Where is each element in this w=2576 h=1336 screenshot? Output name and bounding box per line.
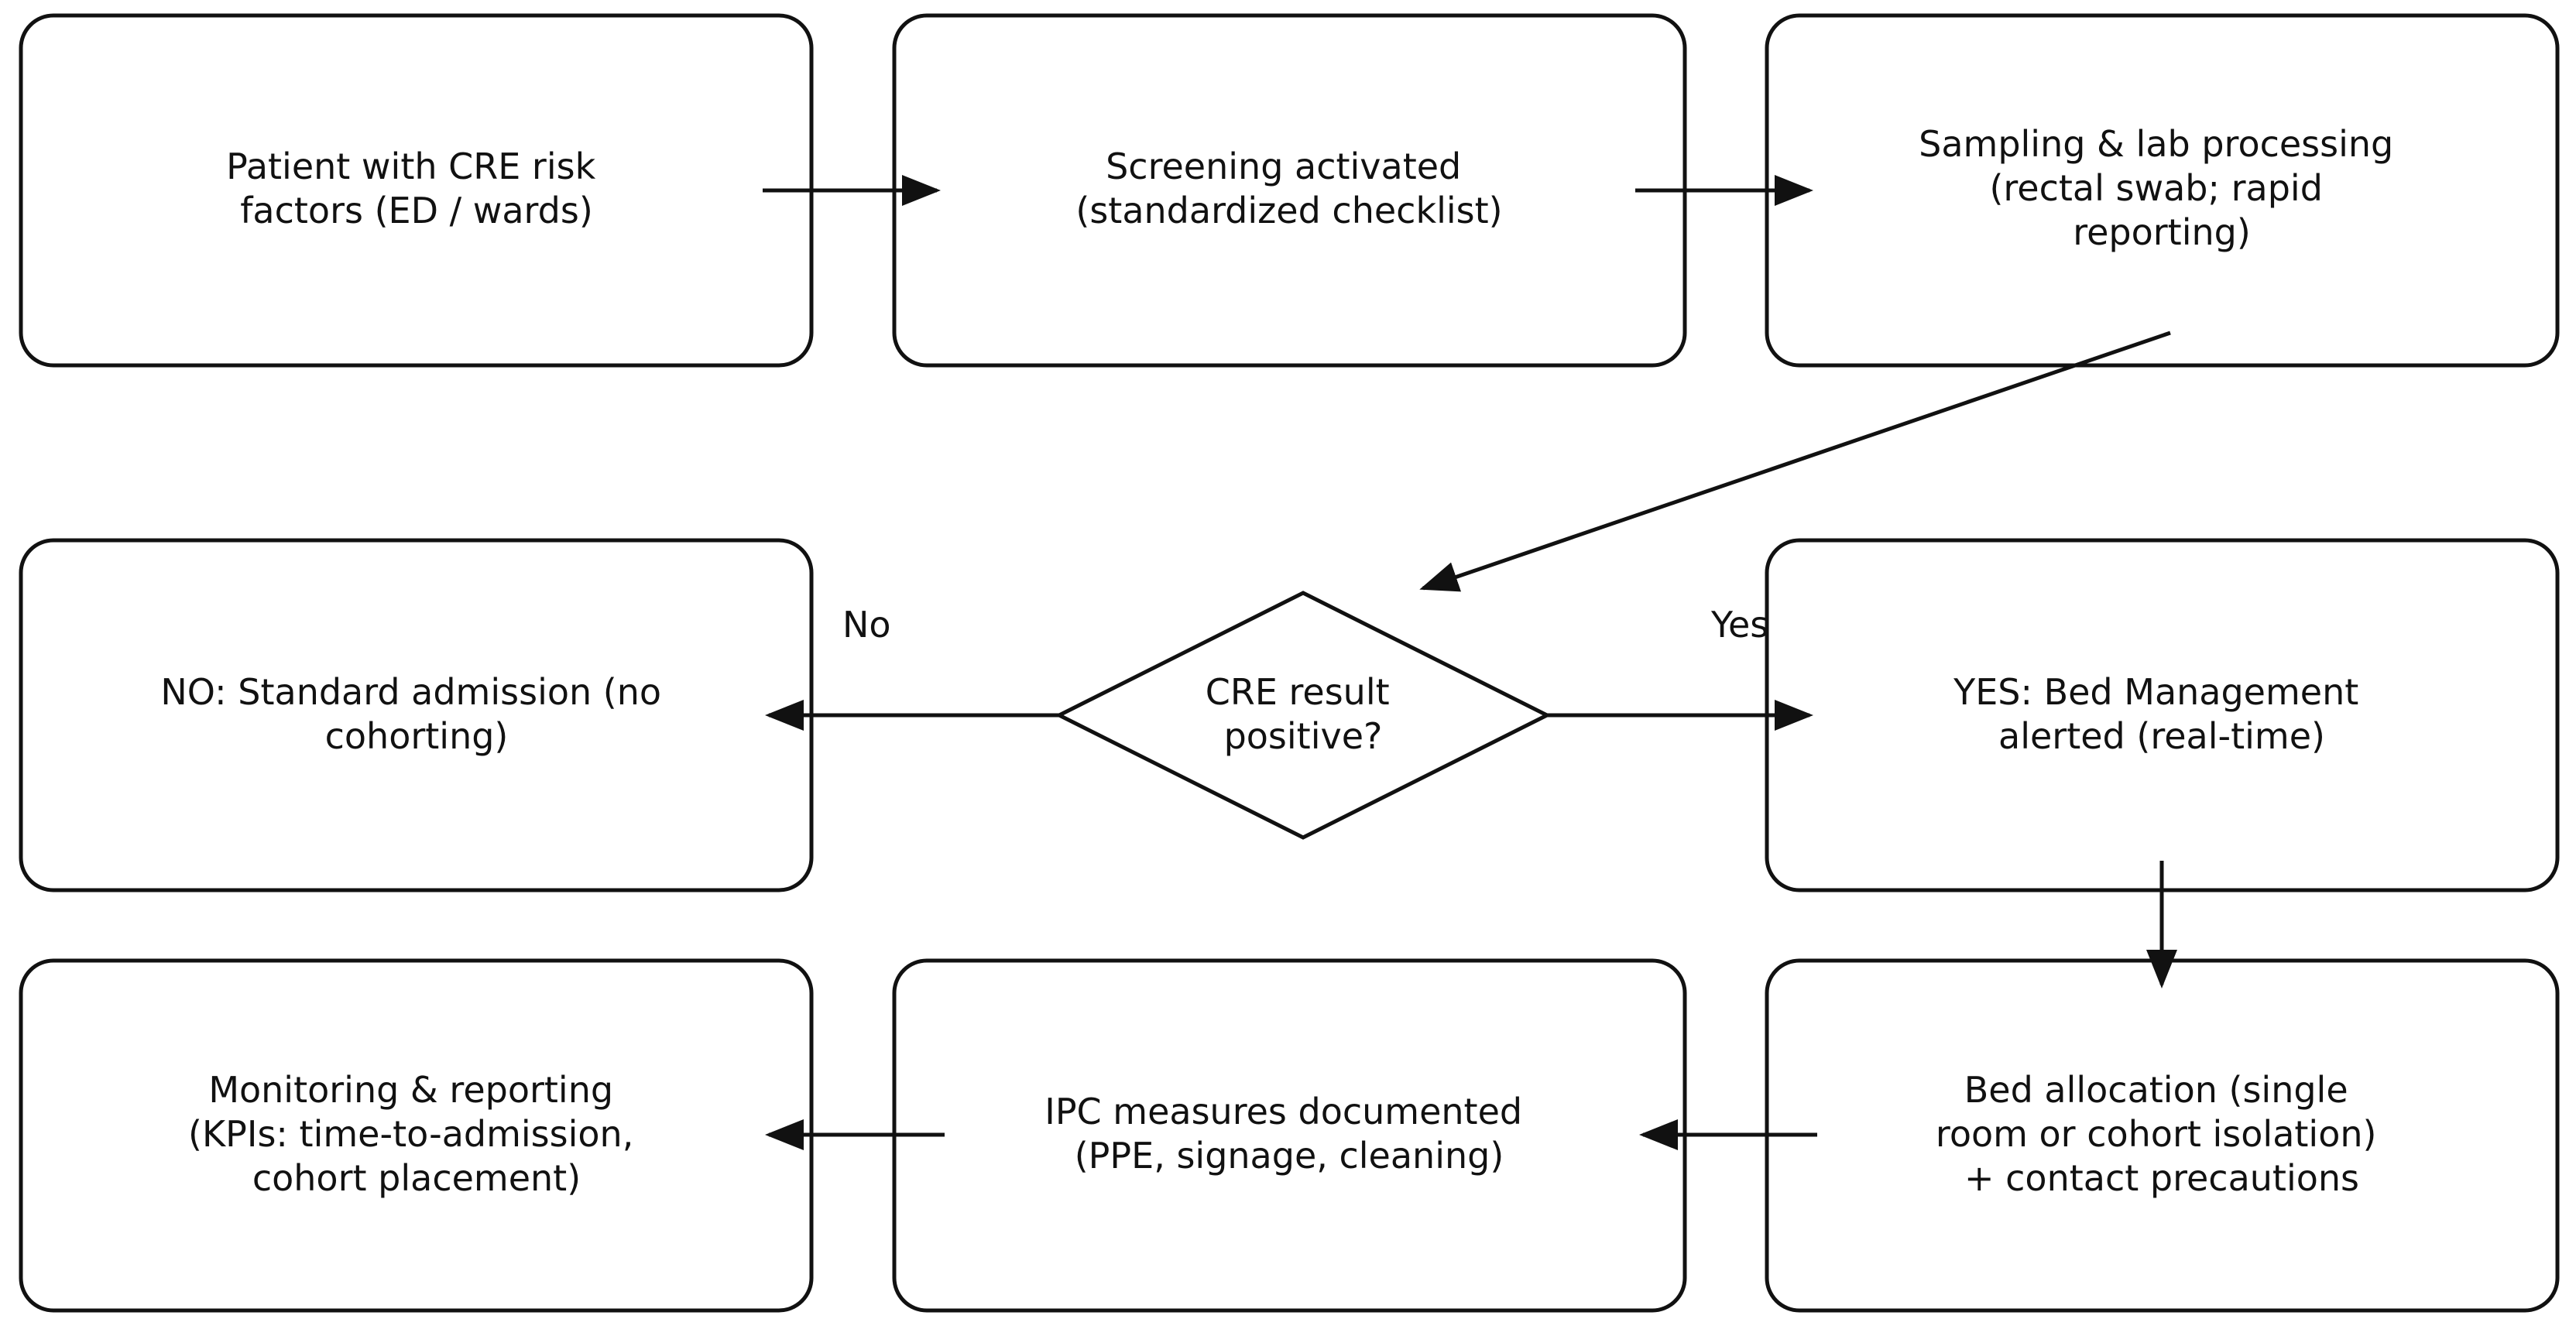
node-no-admission: NO: Standard admission (no cohorting) [19, 538, 814, 892]
node-monitoring: Monitoring & reporting (KPIs: time-to-ad… [19, 958, 814, 1313]
node-patient-risk-line-1: Patient with CRE risk [226, 146, 595, 187]
node-ipc-line-1: IPC measures documented [1044, 1091, 1522, 1132]
node-monitoring-line-3: cohort placement) [252, 1157, 581, 1199]
arrow-sampling-to-decision [1419, 331, 2171, 592]
svg-text:NO: Standard admission (no: NO: Standard admission (no cohorting) [160, 671, 672, 757]
svg-text:CRE result positive?: CRE result positive? [1206, 671, 1401, 757]
node-sampling-line-1: Sampling & lab processing [1919, 123, 2393, 165]
svg-text:Patient with CRE risk fa: Patient with CRE risk factors (ED / ward… [226, 146, 607, 231]
node-bed-allocation-line-2: room or cohort isolation) [1936, 1113, 2377, 1155]
node-bed-allocation: Bed allocation (single room or cohort is… [1765, 958, 2560, 1313]
node-no-admission-line-1: NO: Standard admission (no [160, 671, 661, 713]
node-yes-alert-line-2: alerted (real-time) [1998, 715, 2325, 757]
node-ipc: IPC measures documented (PPE, signage, c… [892, 958, 1687, 1313]
node-yes-alert: YES: Bed Management alerted (real-time) [1765, 538, 2560, 892]
svg-text:YES: Bed Management aler: YES: Bed Management alerted (real-time) [1953, 671, 2370, 757]
node-patient-risk: Patient with CRE risk factors (ED / ward… [19, 13, 814, 368]
node-sampling: Sampling & lab processing (rectal swab; … [1765, 13, 2560, 368]
svg-text:Monitoring & reporting (: Monitoring & reporting (KPIs: time-to-ad… [188, 1069, 645, 1199]
node-patient-risk-line-2: factors (ED / wards) [240, 190, 593, 231]
node-screening-line-1: Screening activated [1106, 146, 1461, 187]
node-yes-alert-line-1: YES: Bed Management [1953, 671, 2358, 713]
node-sampling-line-3: reporting) [2073, 211, 2251, 253]
node-decision-line-1: CRE result [1206, 671, 1390, 713]
svg-text:IPC measures documented: IPC measures documented (PPE, signage, c… [1044, 1091, 1533, 1177]
svg-text:Sampling & lab processing: Sampling & lab processing (rectal swab; … [1919, 123, 2405, 253]
edge-label-yes: Yes [1710, 604, 1768, 646]
node-monitoring-line-1: Monitoring & reporting [208, 1069, 613, 1111]
node-bed-allocation-line-3: + contact precautions [1964, 1157, 2359, 1199]
node-no-admission-line-2: cohorting) [325, 715, 509, 757]
node-monitoring-line-2: (KPIs: time-to-admission, [188, 1113, 633, 1155]
svg-text:Screening activated (sta: Screening activated (standardized checkl… [1075, 146, 1502, 231]
node-decision: CRE result positive? [1055, 591, 1552, 840]
svg-text:Bed allocation (single r: Bed allocation (single room or cohort is… [1936, 1069, 2388, 1199]
node-ipc-line-2: (PPE, signage, cleaning) [1075, 1135, 1504, 1177]
node-screening: Screening activated (standardized checkl… [892, 13, 1687, 368]
node-sampling-line-2: (rectal swab; rapid [1989, 167, 2322, 209]
node-screening-line-2: (standardized checklist) [1075, 190, 1502, 231]
edge-label-no: No [842, 604, 891, 646]
node-bed-allocation-line-1: Bed allocation (single [1964, 1069, 2348, 1111]
node-decision-line-2: positive? [1224, 715, 1383, 757]
